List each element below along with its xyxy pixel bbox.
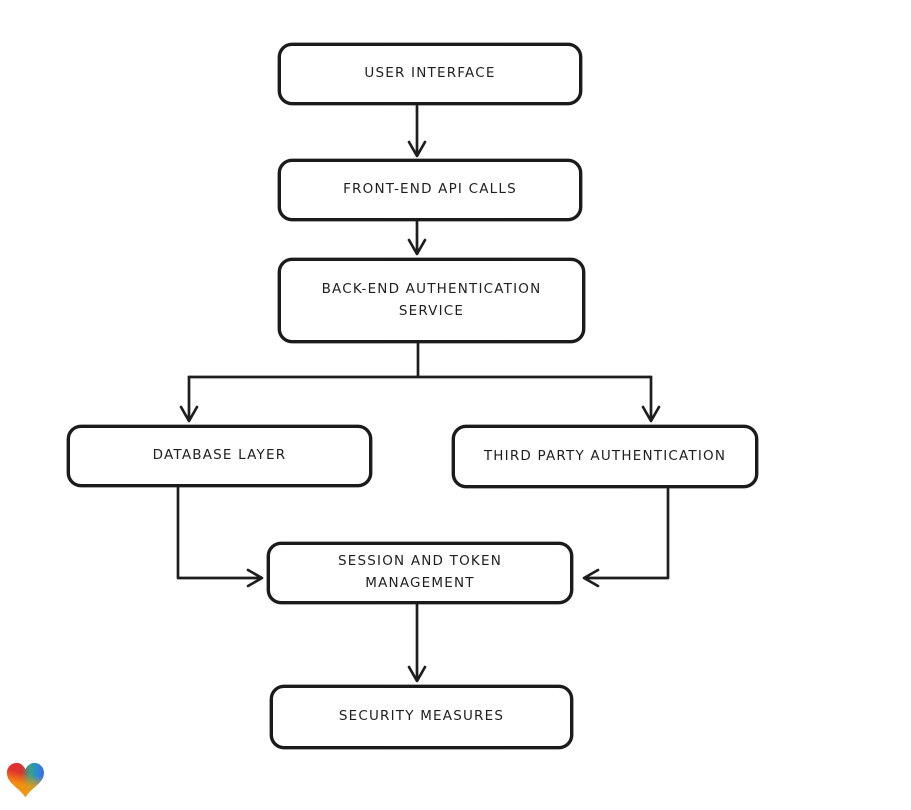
node-security-measures: SECURITY MEASURES [270, 685, 573, 749]
node-label: FRONT-END API CALLS [343, 181, 517, 198]
node-label: SESSION AND TOKEN MANAGEMENT [337, 553, 502, 591]
node-database-layer: DATABASE LAYER [67, 425, 372, 487]
node-back-end-authentication-service: BACK-END AUTHENTICATION SERVICE [278, 258, 585, 343]
edge-user-interface-to-front-end-api-calls [407, 104, 427, 158]
edge-database-layer-to-session-token [176, 486, 264, 588]
node-label: SECURITY MEASURES [338, 708, 505, 725]
edge-back-end-auth-to-database-layer [179, 375, 199, 423]
edge-back-end-auth-to-third-party-auth [641, 375, 661, 423]
heart-gradient-logo-icon [7, 762, 44, 798]
edge-third-party-auth-to-session-token [582, 487, 670, 588]
edge-front-end-api-calls-to-back-end-auth [407, 220, 427, 256]
node-user-interface: USER INTERFACE [278, 43, 582, 105]
node-front-end-api-calls: FRONT-END API CALLS [278, 159, 582, 221]
node-session-and-token-management: SESSION AND TOKEN MANAGEMENT [267, 542, 573, 604]
node-label: BACK-END AUTHENTICATION SERVICE [321, 280, 542, 319]
node-label: DATABASE LAYER [152, 447, 287, 464]
node-third-party-authentication: THIRD PARTY AUTHENTICATION [452, 425, 758, 488]
node-label: THIRD PARTY AUTHENTICATION [483, 447, 727, 464]
edge-session-token-to-security-measures [407, 603, 427, 683]
node-label: USER INTERFACE [364, 65, 496, 82]
edge-back-end-auth-branch [187, 342, 653, 379]
